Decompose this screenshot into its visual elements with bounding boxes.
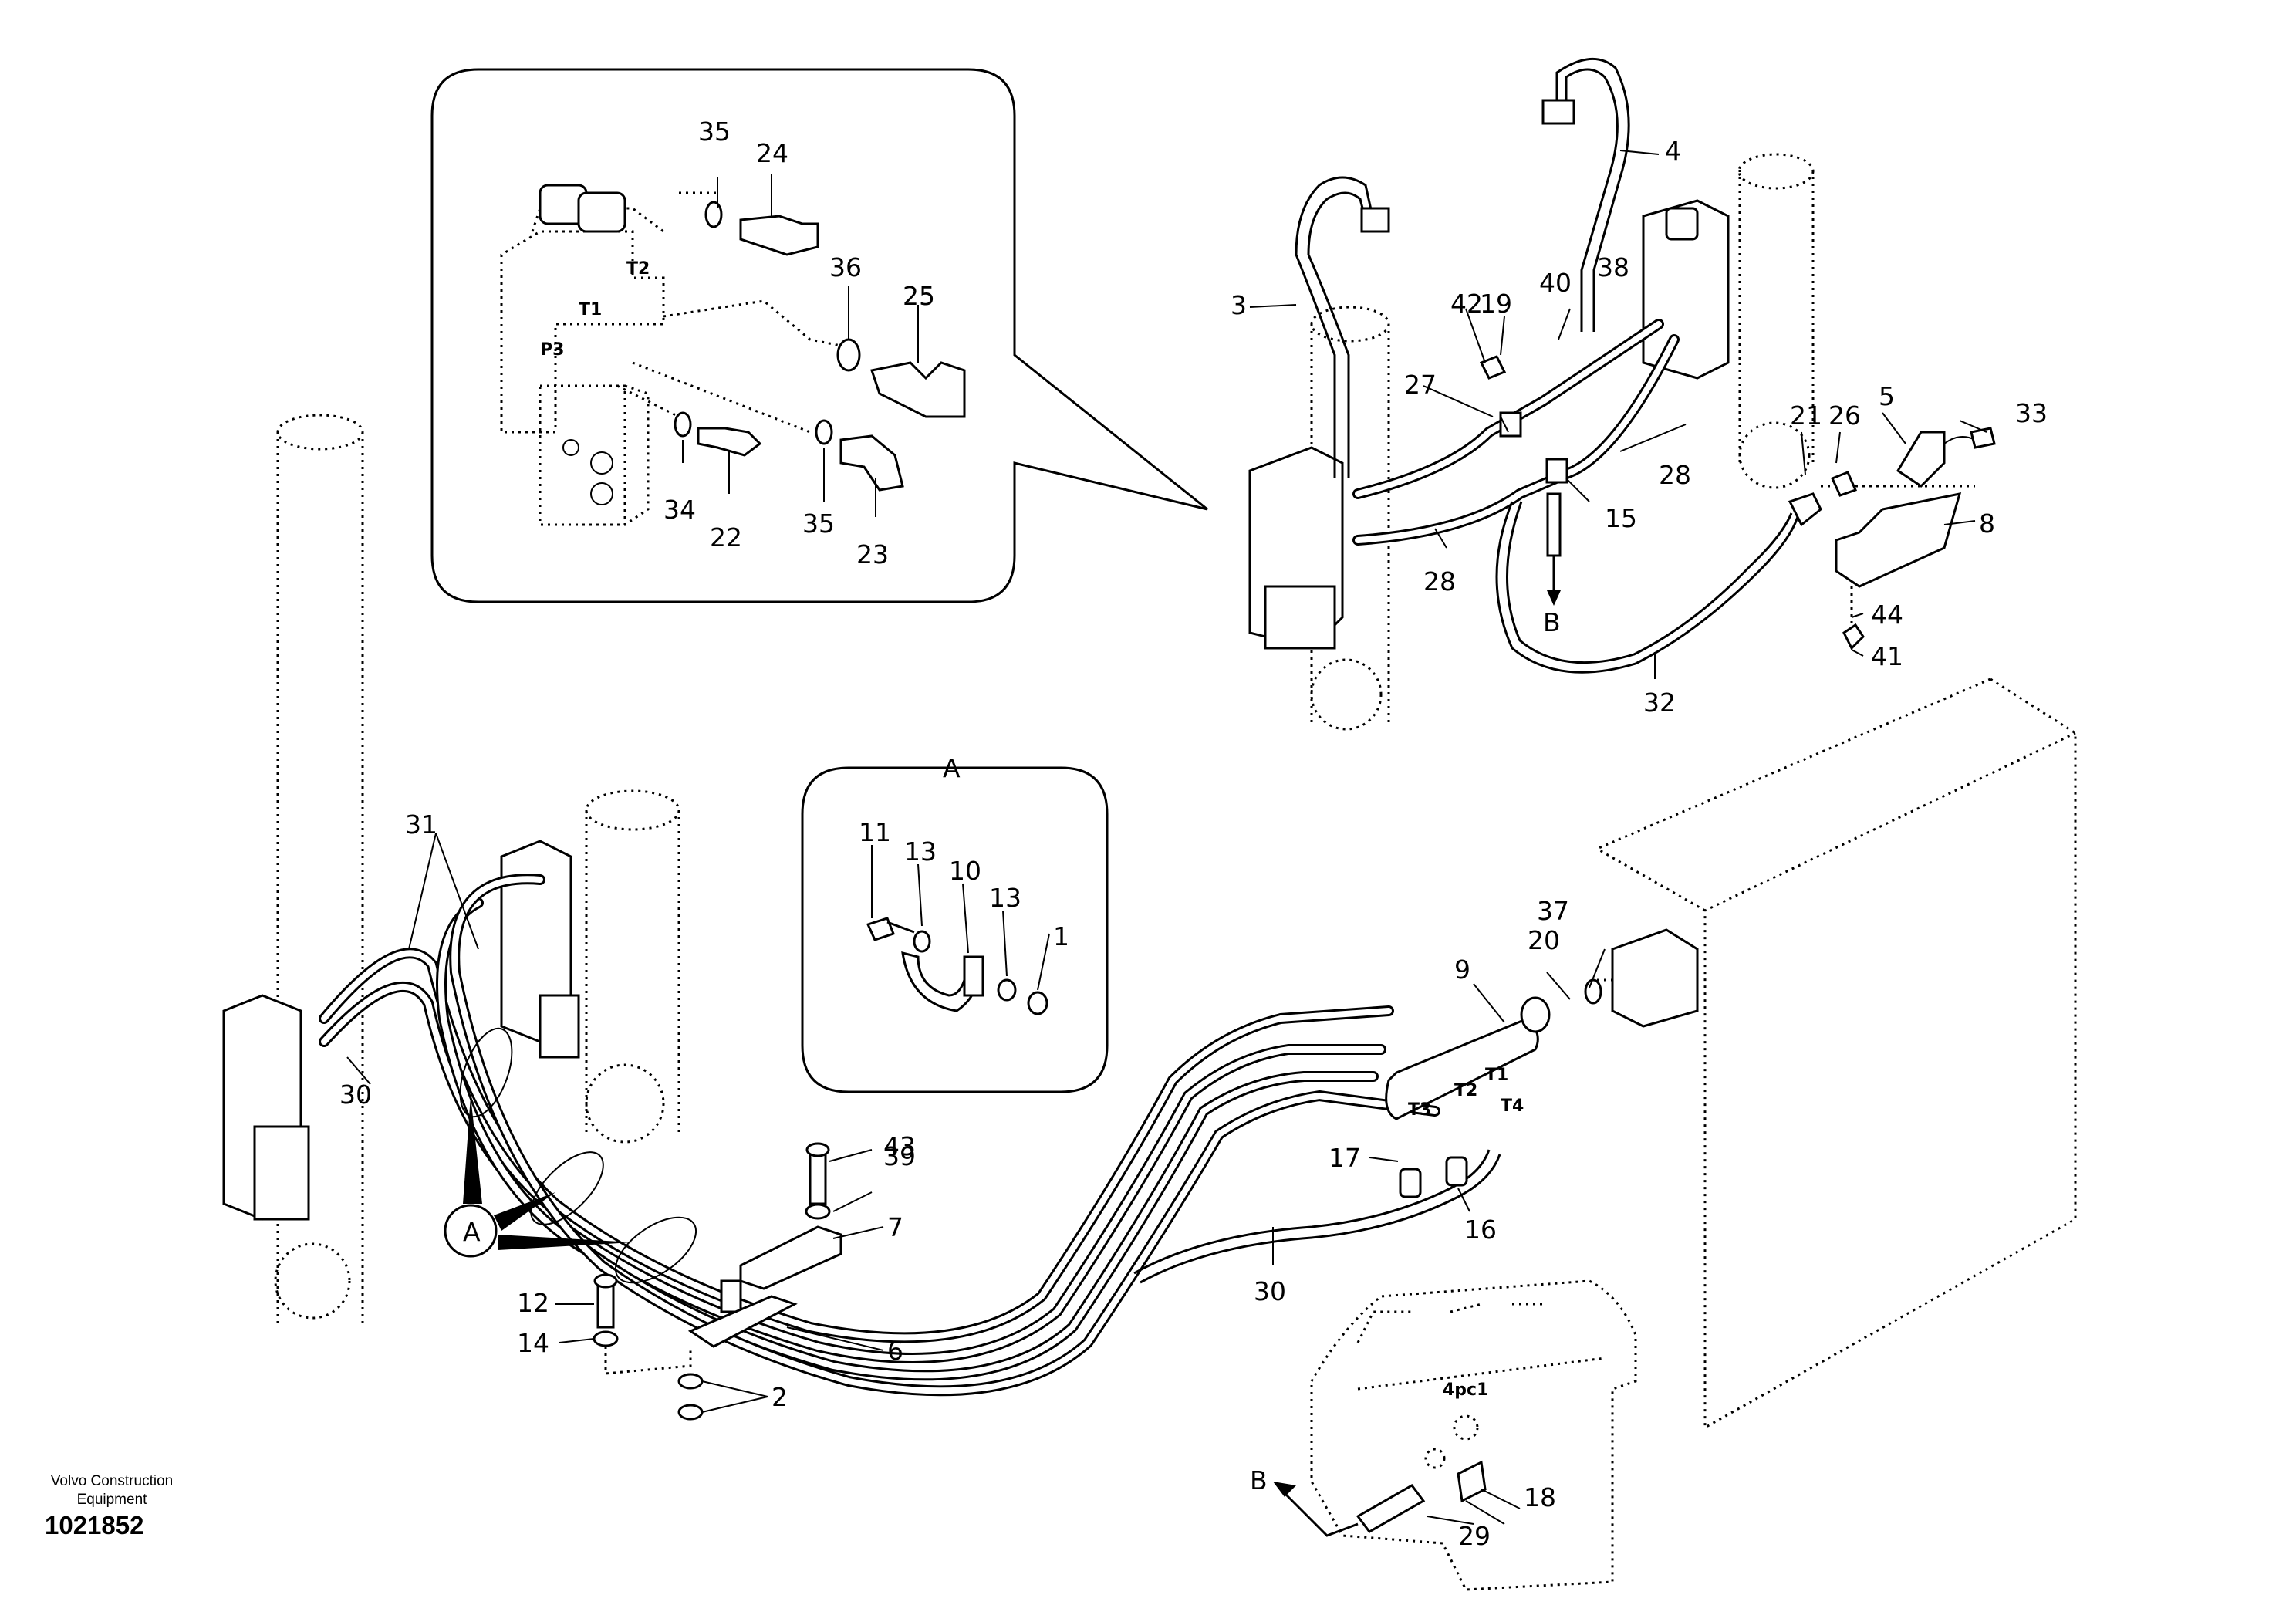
callout-23: 23 [856,539,889,569]
port-label-p3: P3 [540,340,564,360]
callout-25: 25 [903,281,935,311]
callout-37: 37 [1537,896,1569,926]
callout-30a: 30 [339,1080,372,1110]
callout-20: 20 [1528,925,1560,955]
leader-lines [346,150,1987,1525]
callout-26: 26 [1828,400,1861,431]
detail-a-clamp: A [801,753,1109,1093]
callout-28b: 28 [1423,566,1456,596]
callout-36: 36 [829,252,862,282]
tank-outline [1596,678,2077,1430]
callout-35b: 35 [802,509,835,539]
view-b-label-top: B [1543,607,1561,637]
callout-12: 12 [517,1288,549,1318]
callout-3: 3 [1231,290,1247,320]
callout-13a: 13 [904,836,937,867]
lower-hose-assembly: T1 T2 T3 T4 A [222,414,1699,1421]
callout-38: 38 [1597,252,1629,282]
callout-15: 15 [1605,503,1637,533]
callout-10: 10 [949,856,981,886]
detail-a-title: A [943,753,961,783]
callout-35a: 35 [698,117,731,147]
port-label-t2: T2 [626,259,650,279]
callout-32: 32 [1643,688,1676,718]
callout-40: 40 [1539,268,1572,298]
view-b-label-bottom: B [1250,1465,1268,1495]
callout-42: 42 [1450,289,1483,319]
callout-21: 21 [1790,400,1822,431]
control-valve-4pc1: 4pc1 B [1250,1279,1637,1591]
manifold-port-t1: T1 [1485,1066,1508,1085]
callout-33: 33 [2015,398,2048,428]
manifold-port-t4: T4 [1501,1097,1524,1116]
callout-41: 41 [1871,641,1903,671]
document-number: 1021852 [45,1511,144,1539]
callout-7: 7 [887,1212,903,1242]
callout-1: 1 [1053,921,1069,951]
callout-43: 43 [883,1131,916,1161]
callout-18: 18 [1524,1482,1556,1512]
manifold-port-t3: T3 [1408,1100,1431,1120]
callout-5: 5 [1879,381,1895,411]
callout-29: 29 [1458,1521,1491,1551]
cylinder-assembly-top: B [1248,57,1996,731]
callout-8: 8 [1979,509,1995,539]
callout-31: 31 [405,809,437,840]
callout-4: 4 [1665,136,1681,166]
callout-16: 16 [1464,1215,1497,1245]
company-name: Volvo Construction Equipment [50,1473,174,1508]
inset-detail-ports: T2 T1 P3 [430,68,1208,603]
callout-11: 11 [859,817,891,847]
callout-28a: 28 [1659,460,1691,490]
callout-30b: 30 [1254,1276,1286,1306]
view-a-callout: A [463,1217,481,1247]
callout-numbers: 1 2 3 4 5 6 7 8 9 10 11 13 13 12 14 15 1… [339,117,2048,1551]
callout-44: 44 [1871,600,1903,630]
callout-24: 24 [756,138,788,168]
callout-39: 39 [883,1141,916,1171]
valve-block-label: 4pc1 [1443,1380,1488,1400]
callout-34: 34 [663,495,696,525]
callout-13b: 13 [989,883,1021,913]
manifold-port-t2: T2 [1454,1081,1477,1100]
callout-2: 2 [772,1382,788,1412]
callout-19: 19 [1480,289,1512,319]
callout-9: 9 [1454,955,1470,985]
callout-14: 14 [517,1328,549,1358]
callout-17: 17 [1329,1143,1361,1173]
callout-27: 27 [1404,370,1437,400]
callout-6: 6 [887,1336,903,1366]
callout-22: 22 [710,522,742,552]
port-label-t1: T1 [579,300,602,319]
